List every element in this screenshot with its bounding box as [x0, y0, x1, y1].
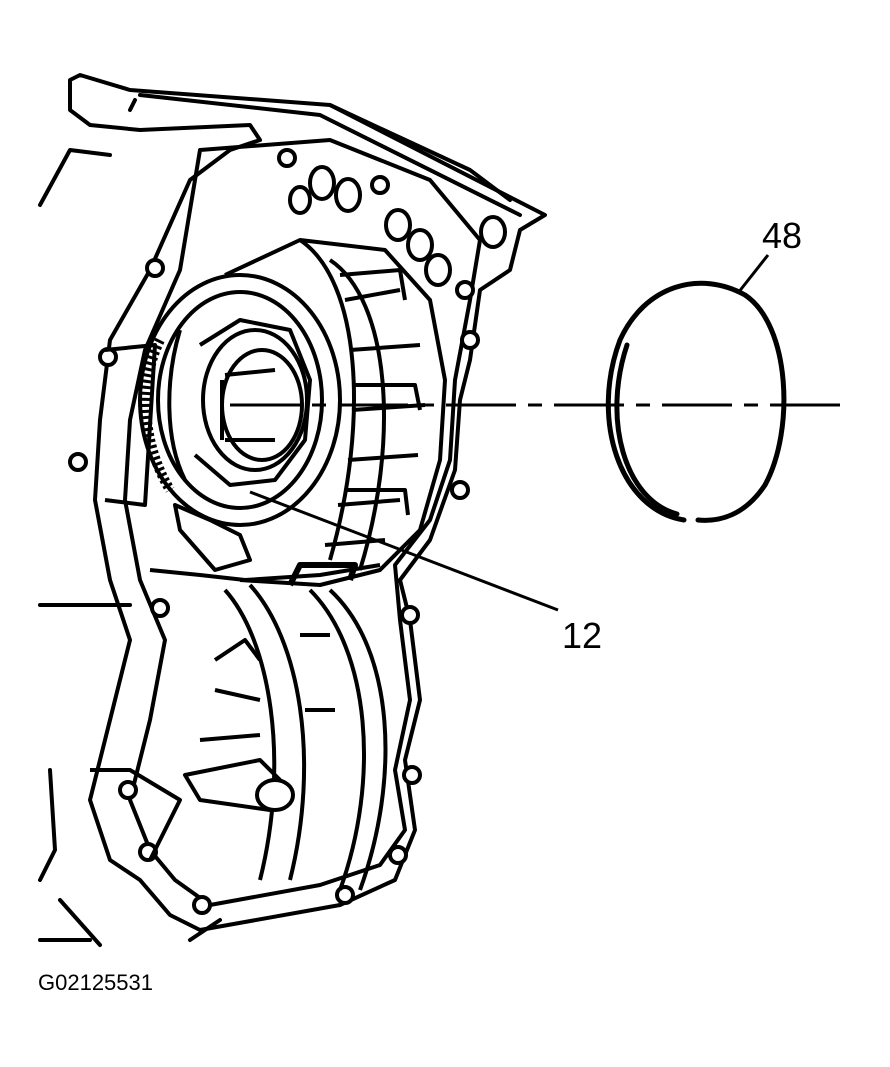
transmission-housing	[38, 73, 547, 947]
valve-bores	[288, 165, 507, 287]
leader-line-12	[249, 490, 559, 612]
callout-48: 48	[762, 215, 802, 256]
callout-12: 12	[562, 615, 602, 656]
leader-line-48	[736, 254, 770, 294]
leader-lines	[249, 254, 770, 612]
bolt-holes	[68, 148, 480, 915]
figure-code: G02125531	[38, 970, 153, 995]
snap-ring	[605, 280, 787, 523]
lower-band-assembly	[90, 562, 388, 891]
clutch-drum-assembly	[104, 238, 447, 587]
